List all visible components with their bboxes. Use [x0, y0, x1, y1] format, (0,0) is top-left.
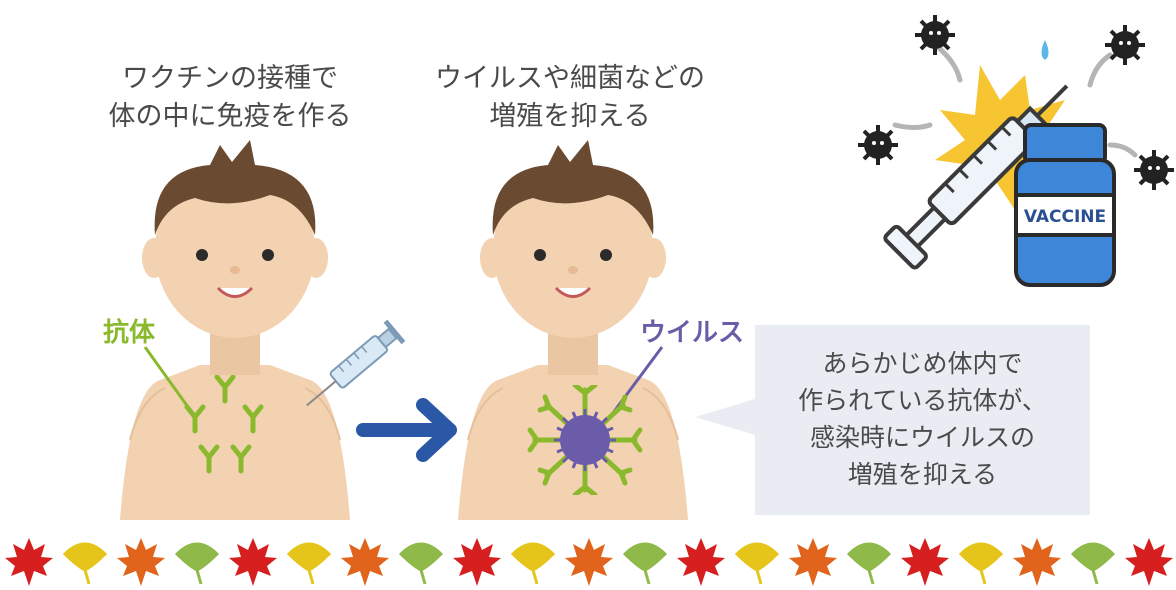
ginkgo-leaf-icon — [286, 542, 332, 585]
ginkgo-leaf-icon — [734, 542, 780, 585]
right-person-illustration — [458, 140, 688, 520]
germ-icon — [1105, 25, 1145, 65]
droplet-icon — [1041, 40, 1049, 60]
virus-with-antibodies — [527, 385, 643, 495]
ginkgo-leaf-icon — [622, 542, 668, 585]
maple-leaf-icon — [5, 538, 53, 586]
maple-leaf-icon — [117, 538, 165, 586]
maple-leaf-icon — [565, 538, 613, 586]
syringe-icon — [306, 319, 406, 407]
leaf-border — [5, 538, 1173, 586]
antibody-pointer-line — [143, 346, 190, 408]
germ-icon — [1134, 150, 1174, 190]
right-caption: ウイルスや細菌などの 増殖を抑える — [435, 63, 705, 132]
ginkgo-leaf-icon — [398, 542, 444, 585]
maple-leaf-icon — [901, 538, 949, 586]
virus-pointer-line — [608, 346, 664, 418]
ginkgo-leaf-icon — [958, 542, 1004, 585]
vial-label: VACCINE — [1024, 207, 1106, 227]
antibodies — [184, 375, 264, 474]
vaccine-illustration: VACCINE — [858, 15, 1174, 287]
left-caption: ワクチンの接種で 体の中に免疫を作る — [108, 63, 352, 132]
germ-icon — [858, 125, 898, 165]
antibody-label: 抗体 — [103, 318, 156, 348]
ginkgo-leaf-icon — [1070, 542, 1116, 585]
ginkgo-leaf-icon — [62, 542, 108, 585]
maple-leaf-icon — [1125, 538, 1173, 586]
maple-leaf-icon — [453, 538, 501, 586]
ginkgo-leaf-icon — [510, 542, 556, 585]
hair — [154, 140, 316, 235]
ginkgo-leaf-icon — [174, 542, 220, 585]
vaccine-vial-icon: VACCINE — [1014, 123, 1116, 287]
maple-leaf-icon — [341, 538, 389, 586]
right-arrow-icon — [356, 398, 457, 462]
speech-bubble — [695, 325, 1090, 515]
maple-leaf-icon — [1013, 538, 1061, 586]
bubble-text: あらかじめ体内で 作られている抗体が、 感染時にウイルスの 増殖を抑える — [798, 349, 1047, 489]
maple-leaf-icon — [229, 538, 277, 586]
left-person-illustration — [120, 140, 350, 520]
maple-leaf-icon — [789, 538, 837, 586]
ginkgo-leaf-icon — [846, 542, 892, 585]
germ-icon — [915, 15, 955, 55]
maple-leaf-icon — [677, 538, 725, 586]
virus-label: ウイルス — [640, 318, 745, 348]
